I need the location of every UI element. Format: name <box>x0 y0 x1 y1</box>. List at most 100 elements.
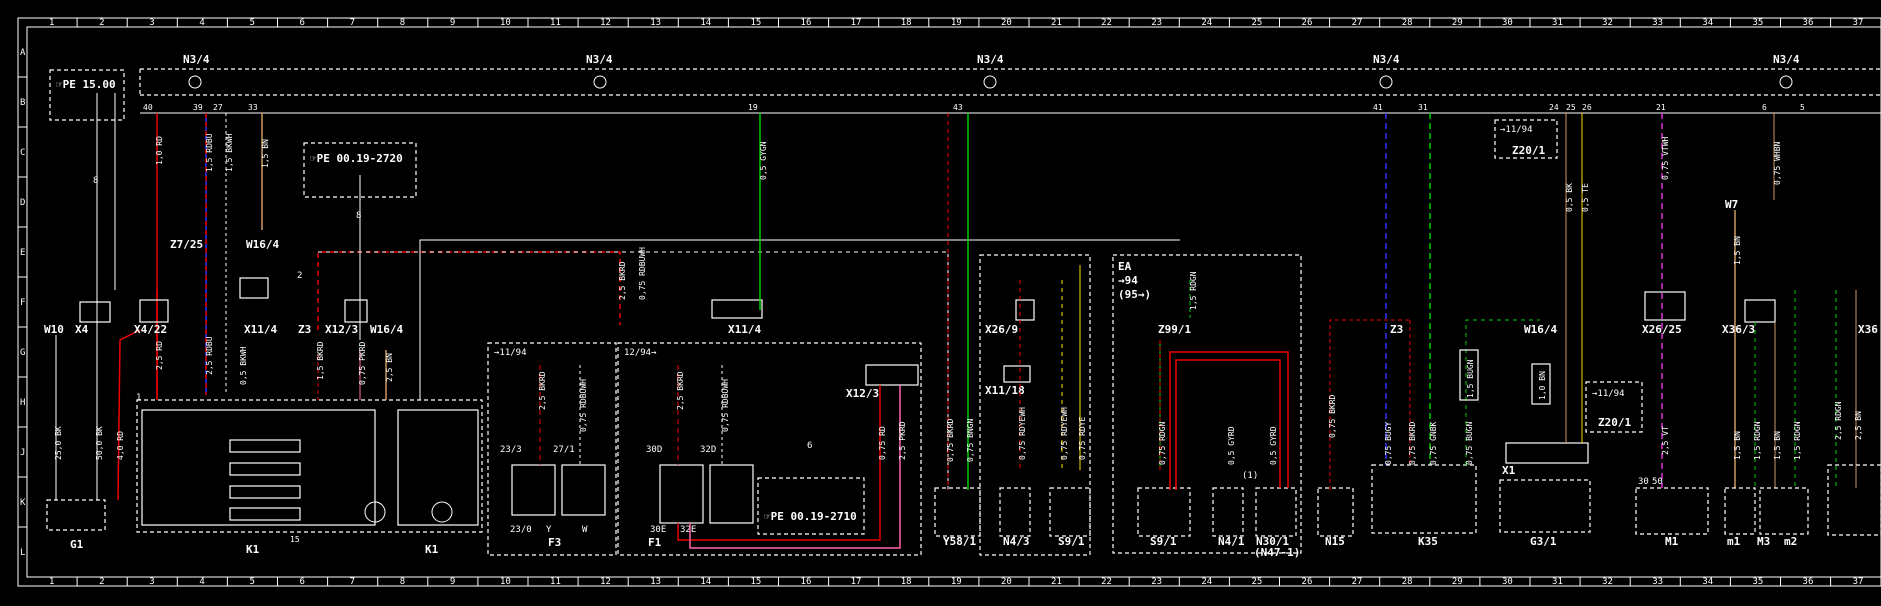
svg-text:0,75 BNGN: 0,75 BNGN <box>966 418 975 462</box>
column-number: 11 <box>550 18 561 28</box>
svg-text:0,5 BK: 0,5 BK <box>1565 183 1574 212</box>
row-letter: A <box>20 48 26 58</box>
svg-text:Z20/1: Z20/1 <box>1598 416 1631 429</box>
column-number: 25 <box>1251 18 1262 28</box>
column-number: 29 <box>1452 577 1463 587</box>
svg-text:33: 33 <box>248 103 258 112</box>
column-numbers: 1122334455667788991010111112121313141415… <box>49 18 1863 587</box>
svg-text:X11/4: X11/4 <box>244 323 277 336</box>
column-number: 33 <box>1652 18 1663 28</box>
svg-text:G3/1: G3/1 <box>1530 535 1557 548</box>
column-number: 33 <box>1652 577 1663 587</box>
svg-text:1,5 BN: 1,5 BN <box>261 139 270 168</box>
column-number: 2 <box>99 18 104 28</box>
svg-text:W7: W7 <box>1725 198 1738 211</box>
svg-text:50,0 BK: 50,0 BK <box>95 426 104 460</box>
svg-text:26: 26 <box>1582 103 1592 112</box>
svg-text:0,75 RDGN: 0,75 RDGN <box>1158 421 1167 465</box>
column-number: 15 <box>750 577 761 587</box>
column-number: 1 <box>49 18 54 28</box>
svg-text:0,75 GNBK: 0,75 GNBK <box>1429 421 1438 465</box>
svg-text:F3: F3 <box>548 536 561 549</box>
svg-text:X4: X4 <box>75 323 89 336</box>
wire-z3-bkrd <box>317 251 621 330</box>
ground-label: N3/4 <box>183 53 210 66</box>
column-number: 32 <box>1602 577 1613 587</box>
column-number: 10 <box>500 577 511 587</box>
group-ea: EA →94 (95→) Z99/1 S9/1 N4/1 N30/1 (N47-… <box>1112 254 1302 559</box>
column-number: 26 <box>1302 577 1313 587</box>
column-number: 23 <box>1151 18 1162 28</box>
column-number: 27 <box>1352 577 1363 587</box>
svg-text:32E: 32E <box>680 525 696 535</box>
svg-text:0,75 RDBUWH: 0,75 RDBUWH <box>721 379 730 432</box>
svg-text:K1: K1 <box>246 543 260 556</box>
svg-text:1,0 BN: 1,0 BN <box>1538 371 1547 400</box>
column-number: 27 <box>1352 18 1363 28</box>
svg-text:24: 24 <box>1549 103 1559 112</box>
svg-text:→94: →94 <box>1118 274 1138 287</box>
svg-text:40: 40 <box>143 103 153 112</box>
svg-text:0,5 GYGN: 0,5 GYGN <box>759 141 768 180</box>
connector-x1 <box>1505 442 1589 464</box>
ground-label: N3/4 <box>977 53 1004 66</box>
svg-text:S9/1: S9/1 <box>1058 535 1085 548</box>
column-number: 30 <box>1502 577 1513 587</box>
fuse-bn <box>1531 363 1551 405</box>
fuse-box-f1: 12/94→ 30D 32D 30E 32E F1 X12/3 ☞PE 00.1… <box>617 342 922 556</box>
svg-text:1: 1 <box>136 393 141 403</box>
ref-z20-1-a: →11/94 Z20/1 <box>1494 119 1558 159</box>
svg-text:25,0 BK: 25,0 BK <box>54 426 63 460</box>
svg-text:0,75 BKRD: 0,75 BKRD <box>946 418 955 462</box>
svg-text:27/1: 27/1 <box>553 445 575 455</box>
svg-text:M1: M1 <box>1665 535 1679 548</box>
wire-4-rd <box>117 329 141 501</box>
svg-text:50: 50 <box>1652 477 1663 487</box>
group-n4-3-s9-1: X26/9 X11/18 N4/3 S9/1 <box>979 254 1091 556</box>
svg-text:m1: m1 <box>1727 535 1741 548</box>
svg-text:2: 2 <box>297 271 302 281</box>
svg-text:27: 27 <box>213 103 223 112</box>
svg-text:23/3: 23/3 <box>500 445 522 455</box>
svg-text:X36/3: X36/3 <box>1722 323 1755 336</box>
svg-text:Y: Y <box>546 525 552 535</box>
svg-text:30: 30 <box>1638 477 1649 487</box>
wire-z3-white <box>318 251 949 490</box>
column-number: 35 <box>1752 577 1763 587</box>
ground-n3-4-c: N3/4 <box>977 53 1004 89</box>
wire-2-5-pkrd <box>689 385 901 549</box>
wire-top-white <box>419 239 1180 400</box>
column-number: 31 <box>1552 18 1563 28</box>
svg-text:1,5 BN: 1,5 BN <box>1773 431 1782 460</box>
svg-text:G1: G1 <box>70 538 84 551</box>
wire-n15-bkrd <box>1329 319 1410 490</box>
column-number: 11 <box>550 577 561 587</box>
column-number: 29 <box>1452 18 1463 28</box>
component-right-edge <box>1827 464 1881 536</box>
column-number: 22 <box>1101 18 1112 28</box>
svg-text:X26/25: X26/25 <box>1642 323 1682 336</box>
ground-label: N3/4 <box>1773 53 1800 66</box>
component-g3-1 <box>1499 479 1591 533</box>
svg-text:m2: m2 <box>1784 535 1797 548</box>
svg-text:S9/1: S9/1 <box>1150 535 1177 548</box>
column-number: 5 <box>249 577 254 587</box>
column-number: 35 <box>1752 18 1763 28</box>
column-number: 20 <box>1001 18 1012 28</box>
svg-text:EA: EA <box>1118 260 1132 273</box>
column-number: 28 <box>1402 18 1413 28</box>
svg-text:X26/9: X26/9 <box>985 323 1018 336</box>
row-letter: C <box>20 148 25 158</box>
ground-n3-4-d: N3/4 <box>1373 53 1400 89</box>
svg-text:1,0 RD: 1,0 RD <box>155 136 164 165</box>
column-number: 13 <box>650 18 661 28</box>
svg-text:0,5 GYRD: 0,5 GYRD <box>1269 426 1278 465</box>
svg-text:1,5 RDGN: 1,5 RDGN <box>1753 421 1762 460</box>
connector-x4-22 <box>139 299 169 323</box>
column-number: 24 <box>1201 577 1212 587</box>
column-number: 21 <box>1051 18 1062 28</box>
svg-text:F1: F1 <box>648 536 662 549</box>
ground-n3-4-e: N3/4 <box>1773 53 1800 89</box>
column-number: 20 <box>1001 577 1012 587</box>
